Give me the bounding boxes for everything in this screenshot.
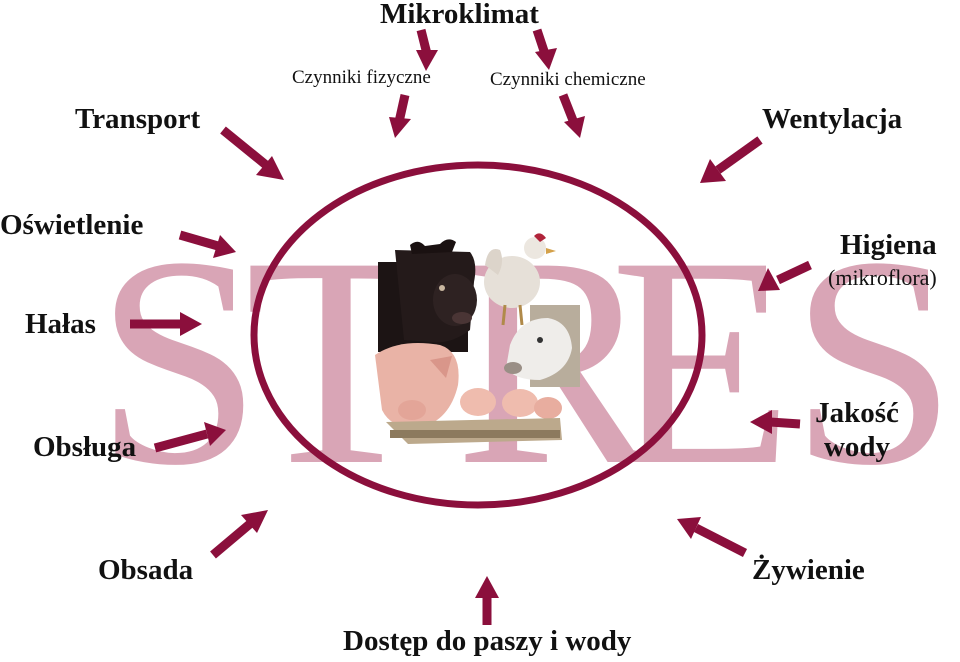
arrow-icon	[700, 136, 763, 183]
arrow-icon	[130, 312, 202, 336]
cow-icon	[378, 239, 477, 352]
arrow-icon	[532, 28, 557, 70]
arrow-icon	[153, 422, 226, 453]
animals-collage	[375, 233, 580, 444]
center-ring	[250, 161, 706, 509]
arrow-icon	[750, 410, 801, 434]
pig-icon	[375, 342, 562, 444]
arrow-icon	[758, 260, 812, 291]
label-wentylacja: Wentylacja	[762, 103, 903, 135]
label-transport: Transport	[75, 103, 201, 135]
watermark-letter: S	[790, 195, 957, 527]
arrow-icon	[475, 576, 499, 625]
watermark-letter: S	[95, 195, 262, 527]
label-higiena: Higiena	[840, 229, 937, 261]
arrow-icon	[558, 93, 585, 138]
label-zywienie: Żywienie	[752, 554, 865, 586]
label-obsluga: Obsługa	[33, 431, 137, 463]
arrow-icon	[210, 510, 268, 559]
label-mikroflora: (mikroflora)	[828, 265, 937, 290]
label-czynniki-fizyczne: Czynniki fizyczne	[292, 67, 431, 88]
sheep-icon	[504, 305, 580, 387]
label-mikroklimat: Mikroklimat	[380, 0, 539, 30]
arrow-icon	[178, 230, 236, 258]
arrow-icon	[220, 126, 284, 180]
arrow-icon	[677, 517, 748, 558]
arrow-icon	[389, 94, 411, 138]
arrows	[130, 28, 812, 625]
label-czynniki-chemiczne: Czynniki chemiczne	[490, 69, 646, 90]
hen-icon	[484, 233, 556, 326]
label-halas: Hałas	[25, 308, 96, 340]
label-oswietlenie: Oświetlenie	[0, 209, 144, 241]
label-jakosc: Jakość	[815, 397, 899, 429]
arrow-icon	[416, 28, 438, 71]
label-wody: wody	[823, 431, 891, 464]
label-obsada: Obsada	[98, 554, 194, 586]
label-dostep: Dostęp do paszy i wody	[343, 625, 632, 657]
label-jakosc-wody: Jakość wody	[812, 398, 902, 463]
